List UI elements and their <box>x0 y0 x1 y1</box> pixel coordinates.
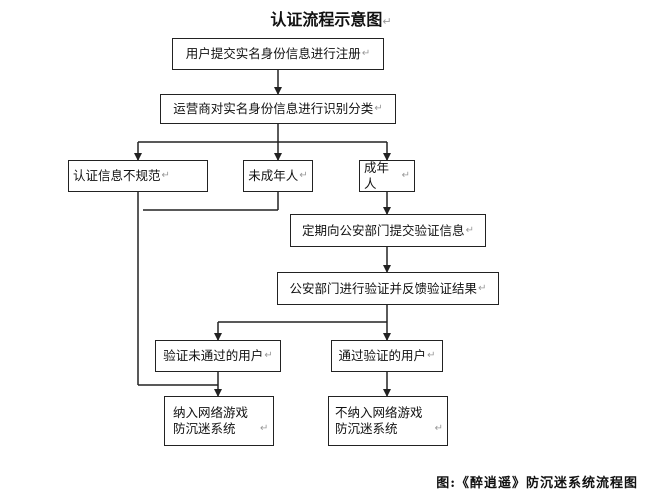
node-include: 纳入网络游戏防沉迷系统↵ <box>164 396 274 446</box>
node-minor: 未成年人↵ <box>243 160 313 192</box>
node-exclude: 不纳入网络游戏防沉迷系统↵ <box>328 396 448 446</box>
node-invalid: 认证信息不规范↵ <box>68 160 208 192</box>
node-register: 用户提交实名身份信息进行注册↵ <box>172 38 384 70</box>
diagram-title: 认证流程示意图↵ <box>270 10 392 29</box>
node-police-verify: 公安部门进行验证并反馈验证结果↵ <box>277 272 499 305</box>
figure-caption: 图:《醉逍遥》防沉迷系统流程图 <box>436 476 638 491</box>
node-pass: 通过验证的用户↵ <box>331 340 443 372</box>
node-submit-police: 定期向公安部门提交验证信息↵ <box>290 214 486 247</box>
node-adult: 成年人↵ <box>359 160 415 192</box>
node-classify: 运营商对实名身份信息进行识别分类↵ <box>160 94 396 124</box>
node-fail: 验证未通过的用户↵ <box>155 340 281 372</box>
